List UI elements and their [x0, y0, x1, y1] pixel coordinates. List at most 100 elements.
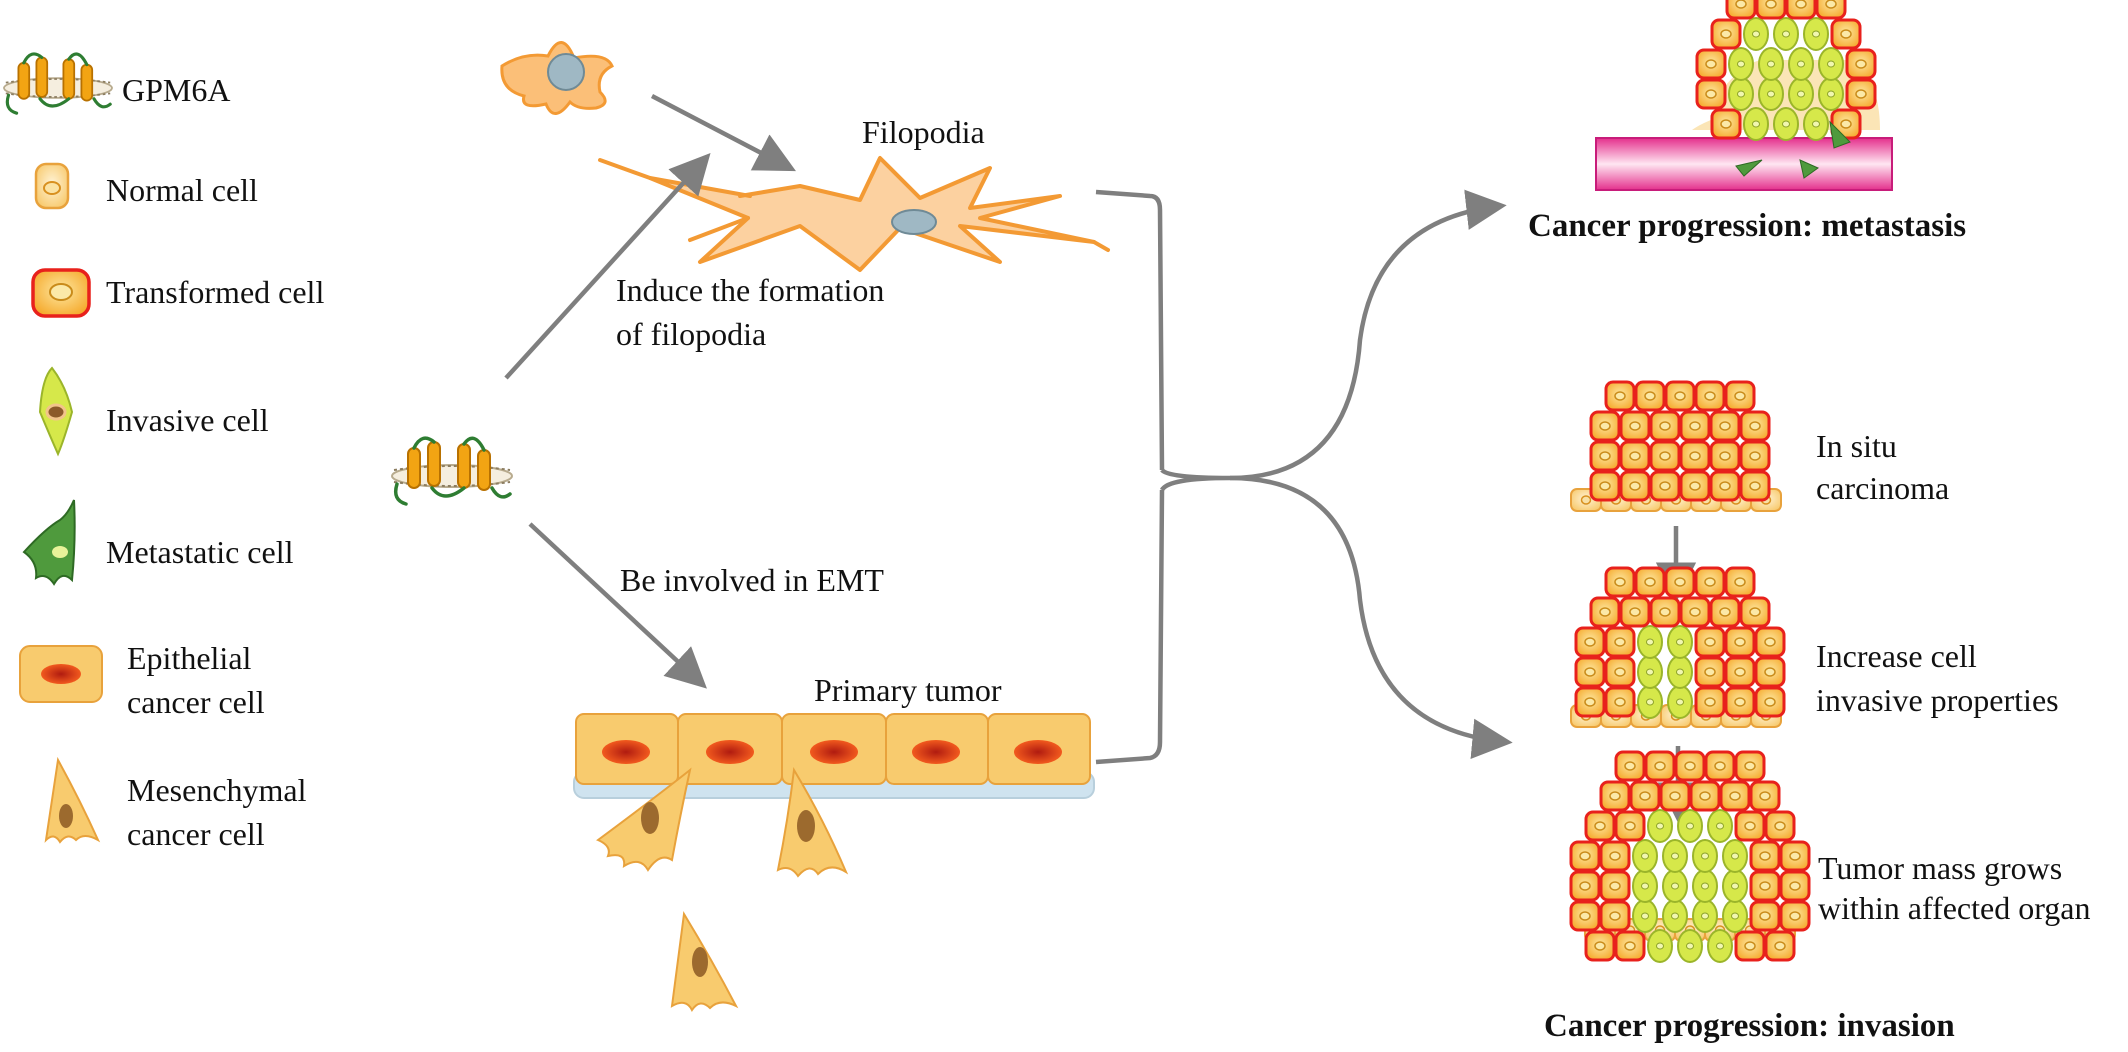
invasive-cell — [1667, 685, 1693, 719]
invasive-cell — [1728, 47, 1754, 81]
transformed-cell — [1679, 596, 1711, 628]
invasive-cell — [1667, 655, 1693, 689]
invasive-cell — [1722, 869, 1748, 903]
transformed-cell — [1749, 900, 1781, 932]
mesenchymal-cells-escaping — [596, 766, 849, 1012]
transformed-cell — [1649, 440, 1681, 472]
transformed-cell — [1749, 780, 1781, 812]
induce-filopodia-line2: of filopodia — [616, 316, 767, 352]
transformed-cell — [1695, 48, 1727, 80]
transformed-cell — [1710, 18, 1742, 50]
transformed-cell — [1599, 900, 1631, 932]
transformed-cell — [1604, 626, 1636, 658]
invasive-cell — [1677, 809, 1703, 843]
transformed-cell — [1764, 930, 1796, 962]
transformed-cell — [1584, 810, 1616, 842]
transformed-cell — [1694, 686, 1726, 718]
transformed-cell — [1589, 410, 1621, 442]
transformed-cell — [1709, 440, 1741, 472]
transformed-cell — [1724, 380, 1756, 412]
transformed-cell — [1724, 566, 1756, 598]
transformed-cell — [1754, 686, 1786, 718]
invasive-cell — [1818, 77, 1844, 111]
induce-filopodia-line1: Induce the formation — [616, 272, 885, 308]
pathway-arrows — [504, 94, 796, 689]
in-situ-line1: In situ — [1816, 428, 1897, 464]
filopodia-round-cell — [500, 41, 614, 115]
transformed-cell — [1709, 470, 1741, 502]
transformed-cell — [1679, 440, 1711, 472]
invasive-cell — [1707, 929, 1733, 963]
transformed-cell — [1619, 410, 1651, 442]
transformed-cell — [1664, 566, 1696, 598]
invasive-cell — [1677, 929, 1703, 963]
transformed-cell — [1815, 0, 1847, 20]
invasive-cell — [1803, 17, 1829, 51]
transformed-cell — [1634, 380, 1666, 412]
transformed-cell — [1725, 0, 1757, 20]
invasive-cell — [1743, 17, 1769, 51]
transformed-cell — [1710, 108, 1742, 140]
transformed-cell — [1644, 750, 1676, 782]
transformed-cell — [1574, 626, 1606, 658]
invasive-cell — [1707, 809, 1733, 843]
transformed-cell — [1604, 566, 1636, 598]
transformed-cell — [1724, 626, 1756, 658]
transformed-cell-legend-icon — [31, 268, 91, 318]
transformed-cell — [1694, 380, 1726, 412]
transformed-cell — [1574, 686, 1606, 718]
invasive-cell — [1637, 655, 1663, 689]
transformed-cell — [1845, 48, 1877, 80]
transformed-cell — [1589, 470, 1621, 502]
transformed-cell — [1649, 470, 1681, 502]
transformed-cell — [1569, 840, 1601, 872]
in-situ-carcinoma-illustration — [1570, 380, 1782, 512]
transformed-cell — [1569, 870, 1601, 902]
invasive-cell — [1773, 107, 1799, 141]
transformed-cell — [1629, 780, 1661, 812]
invasive-cell — [1788, 47, 1814, 81]
filopodia-spread-cell — [598, 156, 1110, 272]
transformed-cell — [1830, 18, 1862, 50]
transformed-cell — [1779, 840, 1811, 872]
legend-label-mesenchymal-line1: Mesenchymal — [127, 772, 307, 808]
transformed-cell — [1679, 470, 1711, 502]
transformed-cell — [1785, 0, 1817, 20]
mesenchymal-cell-legend-icon — [44, 756, 101, 844]
tumor-mass-line1: Tumor mass grows — [1818, 850, 2063, 886]
transformed-cell — [1589, 596, 1621, 628]
transformed-cell — [1614, 750, 1646, 782]
transformed-cell — [1749, 870, 1781, 902]
invasive-cell — [1743, 107, 1769, 141]
transformed-cell — [1599, 840, 1631, 872]
invasive-cell — [1758, 77, 1784, 111]
transformed-cell — [1709, 596, 1741, 628]
invasive-cell — [1632, 869, 1658, 903]
transformed-cell — [1604, 686, 1636, 718]
normal-cell-legend-icon — [34, 162, 70, 210]
transformed-cell — [1754, 626, 1786, 658]
transformed-cell — [1779, 870, 1811, 902]
invasive-cell — [1662, 839, 1688, 873]
transformed-cell — [1599, 780, 1631, 812]
gpm6a-legend-icon — [2, 52, 114, 115]
legend-label-normal-cell: Normal cell — [106, 172, 258, 208]
transformed-cell — [1649, 410, 1681, 442]
metastasis-illustration — [1595, 0, 1893, 191]
primary-tumor-epithelium — [573, 713, 1095, 799]
epithelial-cell-legend-icon — [19, 645, 103, 703]
transformed-cell — [1619, 596, 1651, 628]
increased-invasive-illustration — [1570, 566, 1786, 728]
transformed-cell — [1724, 656, 1756, 688]
invasive-cell — [1637, 685, 1663, 719]
transformed-cell — [1739, 470, 1771, 502]
transformed-cell — [1599, 870, 1631, 902]
invasive-cell — [1758, 47, 1784, 81]
tumor-mass-illustration — [1569, 750, 1811, 963]
invasive-cell — [1632, 839, 1658, 873]
emt-label: Be involved in EMT — [620, 562, 884, 598]
invasive-cell — [1773, 17, 1799, 51]
transformed-cell — [1634, 566, 1666, 598]
transformed-cell — [1614, 930, 1646, 962]
